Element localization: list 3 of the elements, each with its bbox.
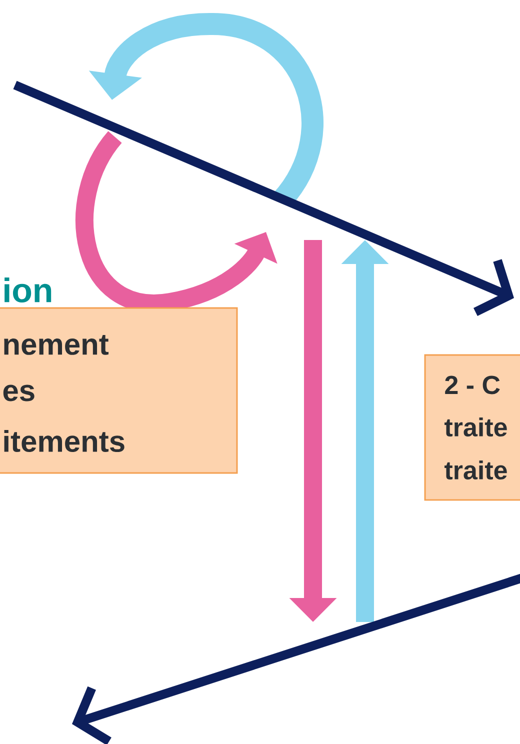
text-box: ion nement es itements <box>0 278 238 474</box>
node-label: ion <box>4 278 52 302</box>
text-box: 2 - C traite traite <box>424 354 520 501</box>
